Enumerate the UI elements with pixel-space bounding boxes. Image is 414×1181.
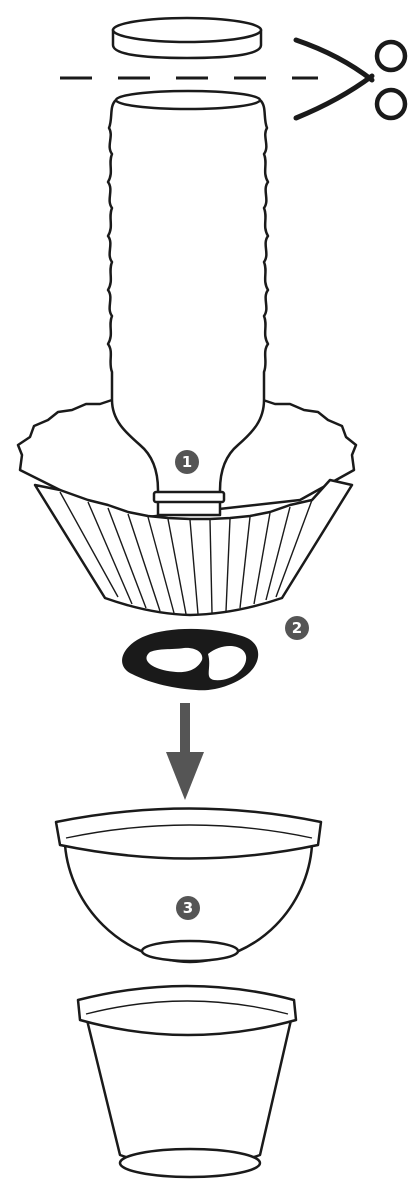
step-2-badge: 2 <box>285 616 309 640</box>
down-arrow-icon <box>166 703 204 800</box>
rubber-band <box>122 629 258 690</box>
bottle-cap <box>113 18 261 58</box>
bowl <box>56 809 321 963</box>
step-3-badge: 3 <box>176 896 200 920</box>
svg-text:2: 2 <box>292 619 302 637</box>
cup <box>78 986 296 1177</box>
svg-text:3: 3 <box>183 899 193 917</box>
svg-text:1: 1 <box>182 453 192 471</box>
step-1-badge: 1 <box>175 450 199 474</box>
